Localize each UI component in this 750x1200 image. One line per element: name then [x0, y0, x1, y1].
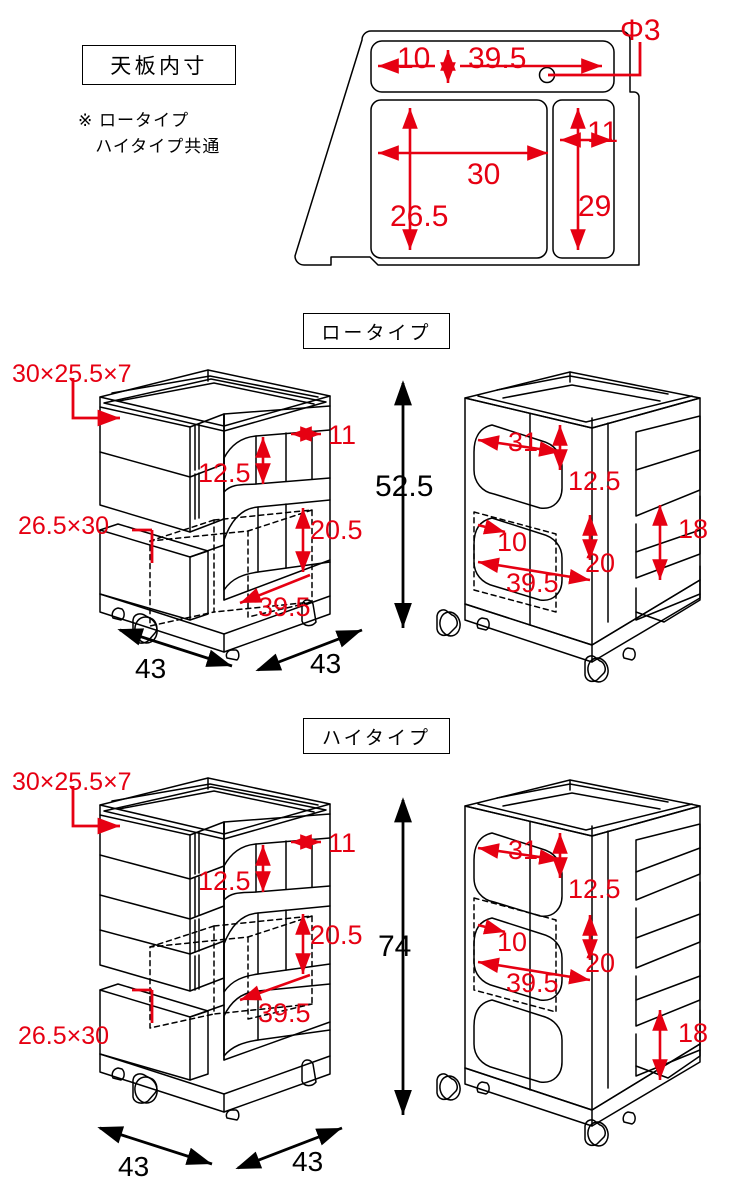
high-type-label: ハイタイプ — [321, 727, 432, 749]
low-right-upper-height: 12.5 — [568, 466, 621, 496]
dim-side-height: 29 — [578, 190, 612, 223]
high-right-mid-height: 20 — [585, 948, 616, 978]
low-opening-width: 11 — [328, 420, 357, 450]
dim-tray-left: 10 — [397, 42, 431, 75]
high-right-cart — [436, 779, 701, 1147]
type-common-note: ※ ロータイプ ハイタイプ共通 — [78, 111, 221, 157]
low-opening-height: 12.5 — [198, 458, 251, 488]
low-right-cart — [436, 371, 701, 683]
low-base-width: 43 — [135, 653, 167, 684]
high-left-cart — [99, 777, 331, 1121]
dim-main-width: 30 — [467, 158, 501, 191]
high-total-height: 74 — [378, 930, 412, 963]
top-view-title: 天板内寸 — [110, 55, 208, 78]
high-right-mid-left: 10 — [497, 927, 528, 957]
low-right-mid-height: 20 — [585, 548, 616, 578]
low-right-drawer-height: 18 — [678, 514, 709, 544]
low-left-cart — [99, 369, 331, 661]
high-lower-height: 20.5 — [310, 920, 363, 950]
high-lower-depth: 39.5 — [258, 998, 311, 1028]
high-drawer-note: 30×25.5×7 — [12, 768, 132, 796]
low-lower-depth: 39.5 — [258, 592, 311, 622]
high-right-drawer-height: 18 — [678, 1018, 709, 1048]
top-view-outline — [294, 30, 640, 266]
low-type-label: ロータイプ — [321, 322, 432, 344]
high-base-depth: 43 — [292, 1146, 324, 1177]
dim-hole-diameter: Φ3 — [620, 14, 661, 47]
high-right-mid-width: 39.5 — [506, 968, 559, 998]
low-drawer-note: 30×25.5×7 — [12, 360, 132, 388]
top-view-title-box: 天板内寸 — [82, 45, 236, 85]
low-type-label-box: ロータイプ — [303, 313, 450, 349]
high-right-upper-height: 12.5 — [568, 874, 621, 904]
high-opening-height: 12.5 — [198, 866, 251, 896]
high-right-upper-width: 31 — [508, 835, 539, 865]
low-right-mid-width: 39.5 — [506, 568, 559, 598]
dimension-arrows-black — [97, 380, 412, 1170]
dim-side-width: 11 — [587, 116, 619, 149]
high-type-label-box: ハイタイプ — [303, 718, 450, 754]
low-base-depth: 43 — [310, 648, 342, 679]
dim-main-height: 26.5 — [390, 200, 449, 233]
low-tray-note: 26.5×30 — [18, 512, 110, 540]
dim-tray-width: 39.5 — [468, 42, 527, 75]
low-lower-height: 20.5 — [310, 515, 363, 545]
high-opening-width: 11 — [328, 828, 357, 858]
high-base-width: 43 — [118, 1151, 150, 1182]
dimension-arrows-red — [71, 42, 668, 1080]
high-tray-note: 26.5×30 — [18, 1022, 110, 1050]
low-right-upper-width: 31 — [508, 427, 539, 457]
low-total-height: 52.5 — [375, 470, 434, 503]
low-right-mid-left: 10 — [497, 527, 528, 557]
